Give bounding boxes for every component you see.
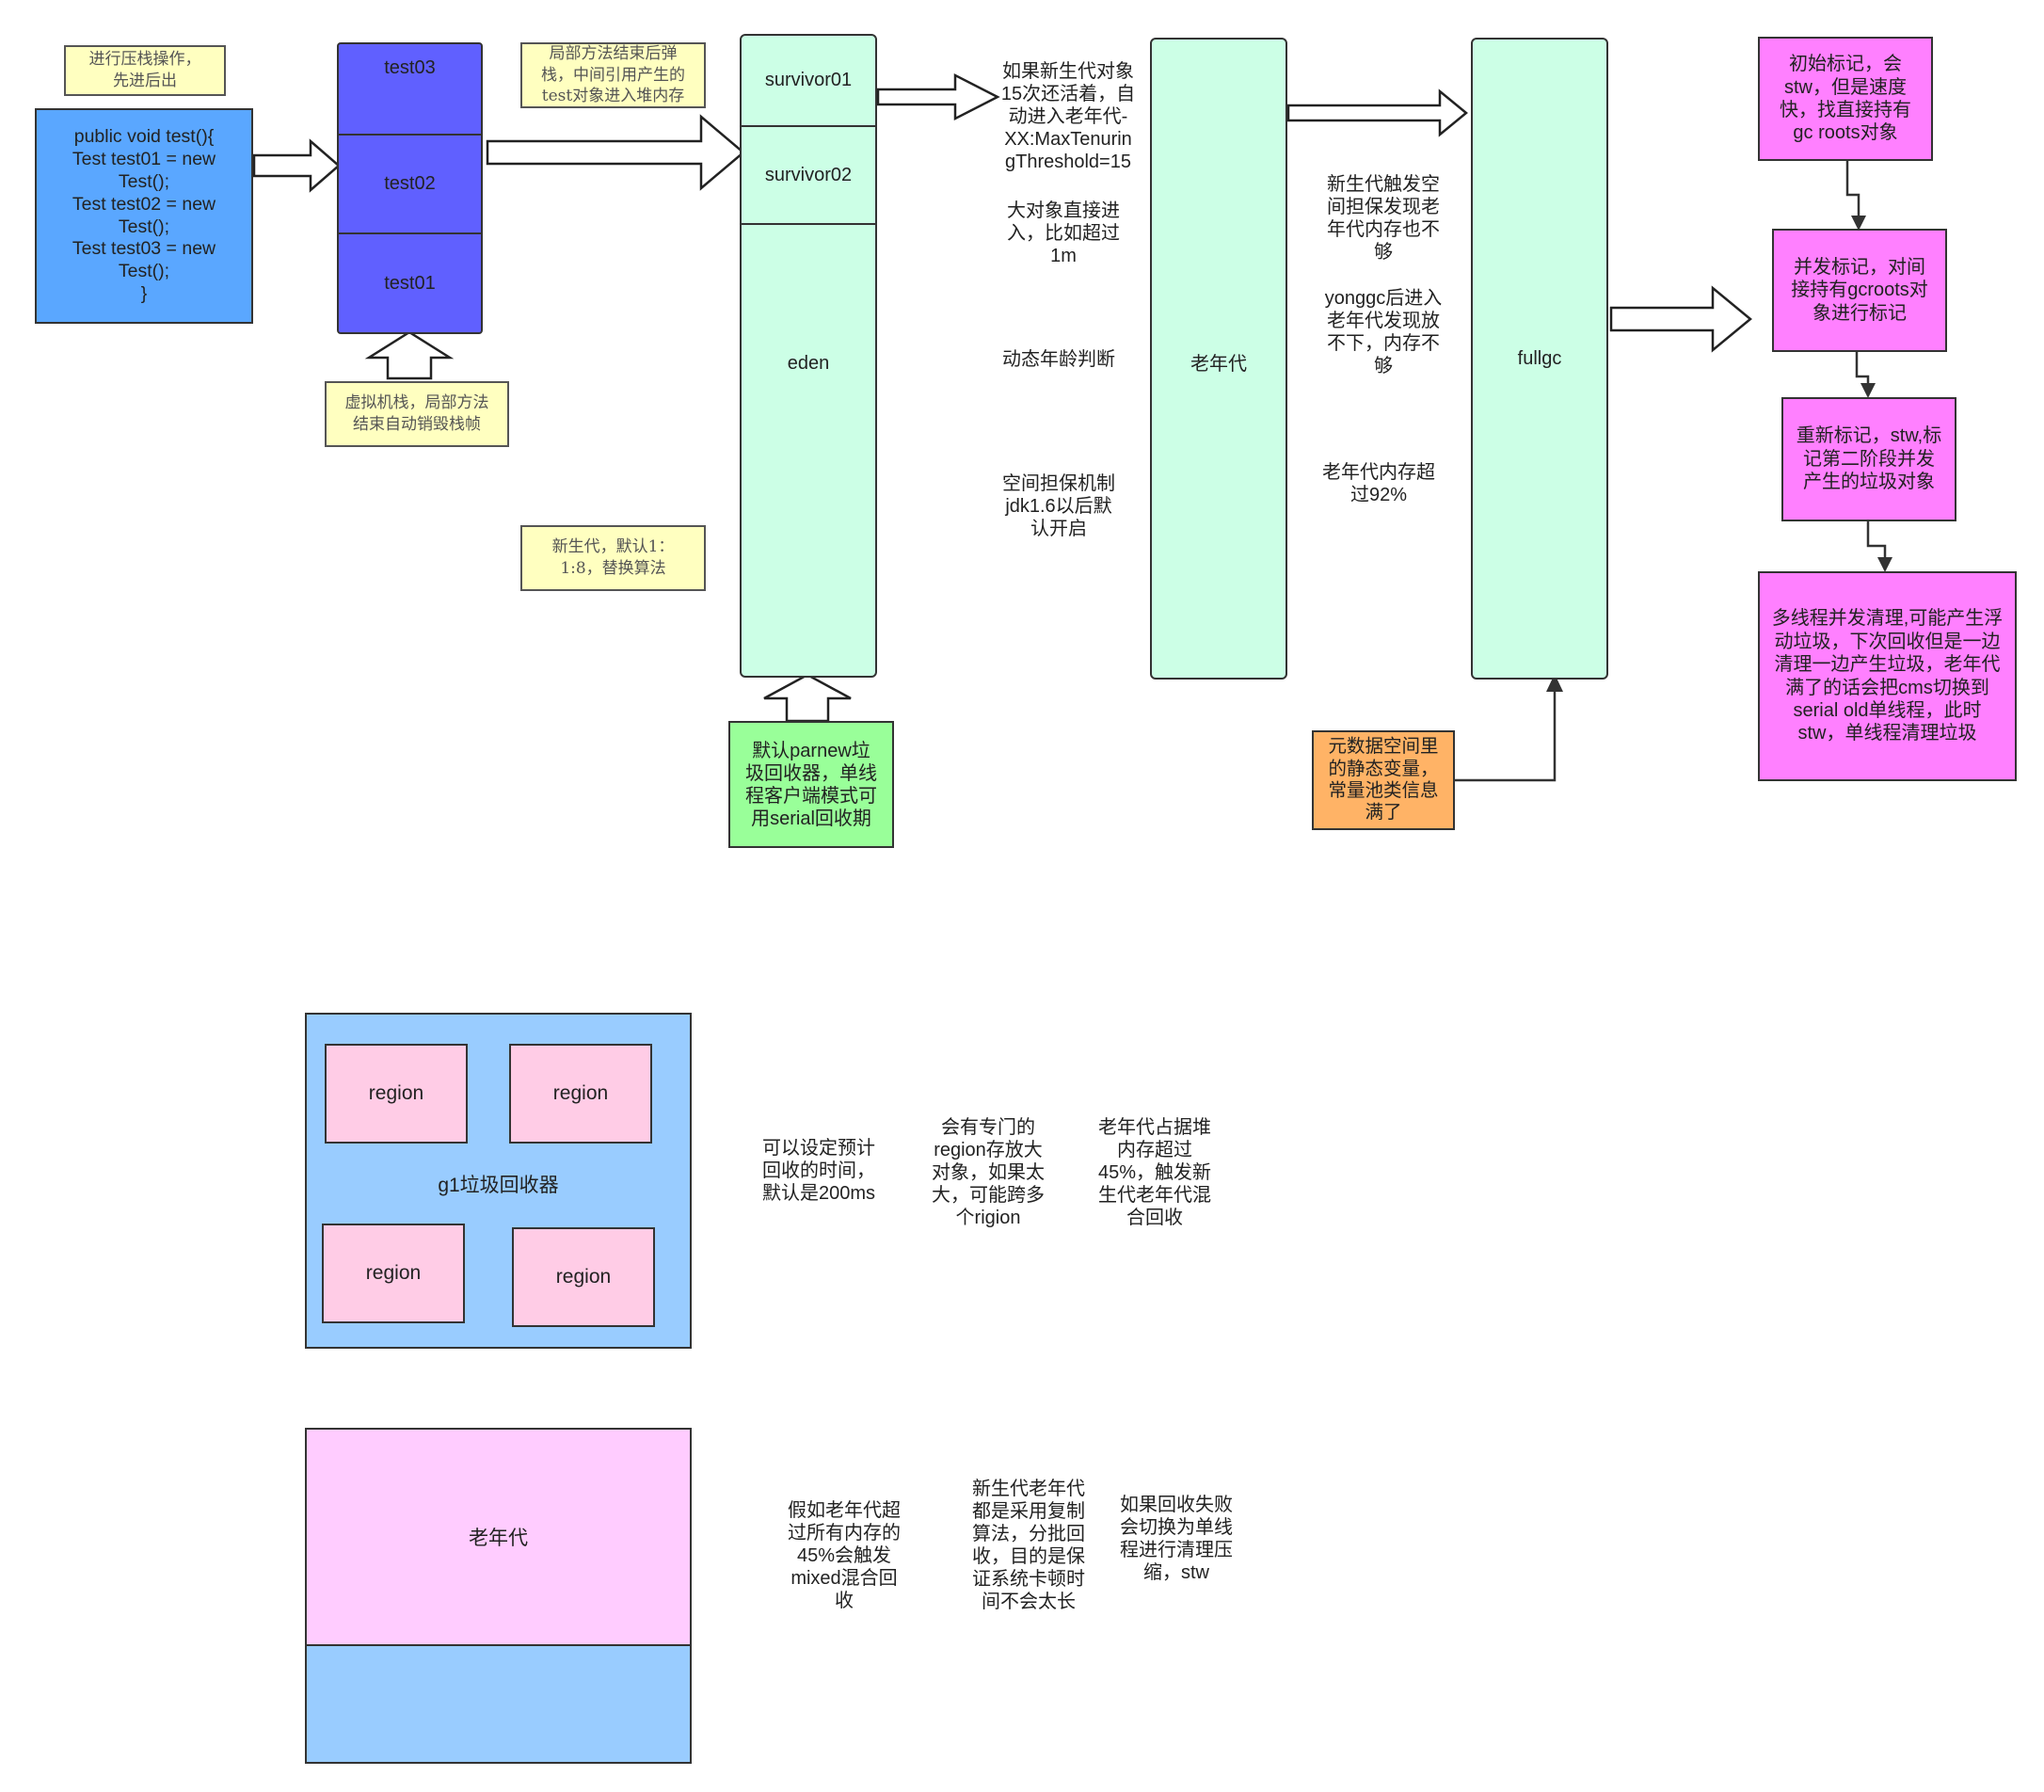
arrow-old-to-fullgc	[1286, 88, 1468, 137]
g1-note-humongous: 会有专门的 region存放大 对象，如果太 大，可能跨多 个rigion	[918, 1116, 1059, 1229]
g1-region-label: region	[555, 1266, 612, 1288]
note-guarantee-fail-text: 新生代触发空 间担保发现老 年代内存也不 够	[1327, 174, 1440, 263]
g1-title-text: g1垃圾回收器	[438, 1175, 559, 1196]
note-young-gen: 新生代，默认1： 1:8，替换算法	[520, 525, 706, 591]
stack-frame-test01: test01	[339, 234, 481, 332]
note-space-guarantee-text: 空间担保机制 jdk1.6以后默 认开启	[1002, 473, 1115, 539]
g1-collector: region region g1垃圾回收器 region region	[305, 1013, 692, 1349]
cms-step-remark: 重新标记，stw,标 记第二阶段并发 产生的垃圾对象	[1781, 397, 1956, 521]
cms-step-text: 初始标记，会 stw，但是速度 快，找直接持有 gc roots对象	[1780, 54, 1911, 144]
cms-step-concurrent-sweep: 多线程并发清理,可能产生浮 动垃圾，下次回收但是一边 清理一边产生垃圾，老年代 …	[1758, 571, 2017, 781]
note-push-stack-text: 进行压栈操作， 先进后出	[88, 50, 201, 90]
connector-metaspace-fullgc	[1455, 687, 1557, 782]
note-push-stack: 进行压栈操作， 先进后出	[64, 45, 226, 96]
arrow-survivor-to-old	[876, 72, 1000, 121]
stack-frame-label: test03	[384, 57, 436, 78]
g1-note-text: 可以设定预计 回收的时间， 默认是200ms	[761, 1138, 876, 1204]
connector-cms-3-4	[1866, 520, 1887, 560]
fullgc-label: fullgc	[1517, 348, 1562, 369]
g1-note-mixed-trigger: 老年代占据堆 内存超过 45%，触发新 生代老年代混 合回收	[1084, 1116, 1225, 1229]
fullgc-box: fullgc	[1471, 38, 1608, 680]
survivor02-region: survivor02	[742, 127, 875, 225]
note-age-threshold-text: 如果新生代对象 15次还活着，自 动进入老年代- XX:MaxTenurin g…	[1000, 61, 1136, 172]
stack-frame-label: test02	[384, 173, 436, 194]
young-generation: survivor01 survivor02 eden	[740, 34, 877, 678]
stack-frames: test03 test02 test01	[337, 42, 483, 334]
g1-heap-layout: 老年代	[305, 1428, 692, 1764]
cms-step-concurrent-mark: 并发标记，对间 接持有gcroots对 象进行标记	[1772, 229, 1947, 352]
g1-note-text: 老年代占据堆 内存超过 45%，触发新 生代老年代混 合回收	[1097, 1117, 1212, 1228]
stack-frame-test02: test02	[339, 136, 481, 234]
g1-old-note-text: 新生代老年代 都是采用复制 算法，分批回 收，目的是保 证系统卡顿时 间不会太长	[972, 1479, 1085, 1612]
connector-cms-2-3	[1855, 351, 1870, 386]
g1-region: region	[509, 1044, 652, 1144]
note-dynamic-age: 动态年龄判断	[988, 348, 1129, 371]
note-vm-stack-text: 虚拟机栈，局部方法 结束自动销毁栈帧	[344, 393, 489, 434]
metaspace-note-text: 元数据空间里 的静态变量， 常量池类信息 满了	[1328, 736, 1439, 824]
g1-old-note-text: 假如老年代超 过所有内存的 45%会触发 mixed混合回 收	[788, 1500, 901, 1611]
cms-step-text: 并发标记，对间 接持有gcroots对 象进行标记	[1791, 256, 1928, 324]
collector-note-text: 默认parnew垃 圾回收器，单线 程客户端模式可 用serial回收期	[745, 740, 877, 829]
note-young-gen-text: 新生代，默认1： 1:8，替换算法	[551, 537, 675, 578]
eden-region: eden	[742, 225, 875, 676]
stack-frame-test03: test03	[339, 44, 481, 136]
g1-old-note-fallback: 如果回收失败 会切换为单线 程进行清理压 缩，stw	[1106, 1494, 1247, 1584]
note-guarantee-fail: 新生代触发空 间担保发现老 年代内存也不 够	[1313, 173, 1454, 264]
g1-note-pause-target: 可以设定预计 回收的时间， 默认是200ms	[748, 1137, 889, 1205]
g1-old-note-text: 如果回收失败 会切换为单线 程进行清理压 缩，stw	[1120, 1495, 1233, 1583]
code-block-text: public void test(){ Test test01 = new Te…	[72, 126, 216, 304]
arrow-stack-to-heap	[486, 114, 745, 191]
g1-region: region	[325, 1044, 468, 1144]
note-large-object: 大对象直接进 入，比如超过 1m	[993, 200, 1134, 267]
cms-step-text: 重新标记，stw,标 记第二阶段并发 产生的垃圾对象	[1796, 425, 1942, 493]
collector-note: 默认parnew垃 圾回收器，单线 程客户端模式可 用serial回收期	[728, 721, 894, 848]
note-pop-stack-text: 局部方法结束后弹 栈，中间引用产生的 test对象进入堆内存	[541, 43, 685, 106]
note-old-over-92: 老年代内存超 过92%	[1308, 461, 1449, 506]
g1-region-label: region	[552, 1082, 609, 1104]
note-old-over-92-text: 老年代内存超 过92%	[1322, 462, 1435, 505]
arrow-up-to-stack	[364, 330, 455, 380]
note-pop-stack: 局部方法结束后弹 栈，中间引用产生的 test对象进入堆内存	[520, 42, 706, 108]
note-after-younggc-text: yonggc后进入 老年代发现放 不下，内存不 够	[1324, 288, 1443, 376]
note-large-object-text: 大对象直接进 入，比如超过 1m	[1007, 200, 1120, 266]
g1-old-generation: 老年代	[307, 1430, 690, 1646]
g1-region: region	[322, 1224, 465, 1323]
survivor01-label: survivor01	[764, 70, 853, 90]
code-block: public void test(){ Test test01 = new Te…	[35, 108, 253, 324]
arrow-code-to-stack	[252, 138, 341, 193]
eden-label: eden	[787, 353, 830, 374]
g1-old-generation-label: 老年代	[469, 1528, 528, 1549]
g1-title: g1垃圾回收器	[307, 1170, 690, 1198]
note-after-younggc: yonggc后进入 老年代发现放 不下，内存不 够	[1313, 287, 1454, 377]
arrowhead-cms-3	[1860, 383, 1876, 398]
arrow-fullgc-to-cms	[1609, 285, 1752, 353]
survivor01-region: survivor01	[742, 36, 875, 127]
survivor02-label: survivor02	[764, 164, 853, 185]
note-dynamic-age-text: 动态年龄判断	[1002, 349, 1115, 370]
g1-old-note-mixed: 假如老年代超 过所有内存的 45%会触发 mixed混合回 收	[774, 1499, 915, 1612]
arrow-up-to-eden	[763, 673, 852, 723]
g1-note-text: 会有专门的 region存放大 对象，如果太 大，可能跨多 个rigion	[932, 1117, 1045, 1228]
g1-region-label: region	[365, 1262, 422, 1284]
connector-cms-1-2	[1845, 160, 1860, 218]
old-generation-label: 老年代	[1190, 354, 1247, 375]
arrowhead-fullgc	[1546, 674, 1563, 692]
cms-step-initial-mark: 初始标记，会 stw，但是速度 快，找直接持有 gc roots对象	[1758, 37, 1933, 161]
arrowhead-cms-4	[1877, 557, 1892, 572]
cms-step-text: 多线程并发清理,可能产生浮 动垃圾，下次回收但是一边 清理一边产生垃圾，老年代 …	[1771, 608, 2004, 744]
note-vm-stack: 虚拟机栈，局部方法 结束自动销毁栈帧	[325, 381, 509, 447]
stack-frame-label: test01	[384, 272, 436, 294]
g1-region-label: region	[368, 1082, 424, 1104]
arrowhead-cms-2	[1851, 216, 1866, 231]
g1-old-note-copying: 新生代老年代 都是采用复制 算法，分批回 收，目的是保 证系统卡顿时 间不会太长	[958, 1478, 1099, 1613]
g1-region: region	[512, 1227, 655, 1327]
note-space-guarantee: 空间担保机制 jdk1.6以后默 认开启	[988, 472, 1129, 540]
note-age-threshold: 如果新生代对象 15次还活着，自 动进入老年代- XX:MaxTenurin g…	[993, 60, 1143, 173]
old-generation: 老年代	[1150, 38, 1287, 680]
metaspace-note: 元数据空间里 的静态变量， 常量池类信息 满了	[1312, 730, 1455, 830]
